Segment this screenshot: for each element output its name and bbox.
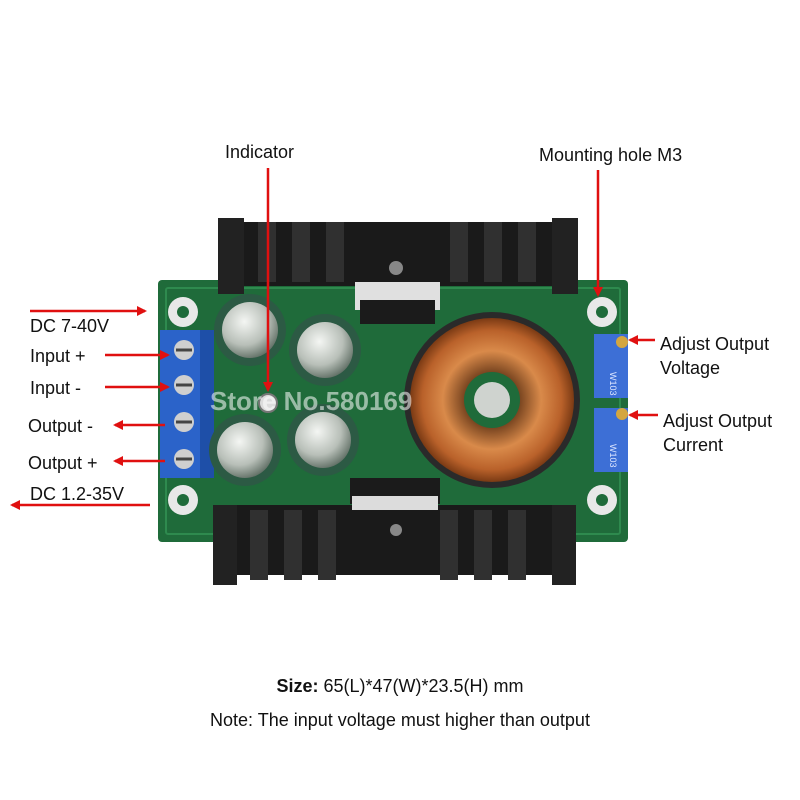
toroid-inductor [404, 312, 580, 488]
indicator-led [258, 393, 278, 413]
heatsink-top [218, 218, 578, 324]
pot-top-label: W103 [608, 372, 618, 396]
mounting-hole-label: Mounting hole M3 [539, 145, 683, 165]
output-minus-label: Output - [28, 416, 94, 436]
adjust-voltage-label-line1: Adjust Output [660, 334, 770, 354]
input-minus-label: Input - [30, 378, 82, 398]
dc-input-label: DC 7-40V [30, 316, 110, 336]
dc-output-label: DC 1.2-35V [30, 484, 125, 504]
input-plus-label: Input + [30, 346, 86, 366]
watermark: Store No.580169 [210, 386, 412, 416]
capacitor [209, 294, 361, 486]
adjust-current-label-line2: Current [663, 435, 724, 455]
adjust-current-label-line1: Adjust Output [663, 411, 773, 431]
voltage-note: Note: The input voltage must higher than… [210, 710, 590, 730]
screw-terminal [160, 330, 214, 478]
size-value: 65(L)*47(W)*23.5(H) mm [323, 676, 524, 696]
heatsink-bottom [213, 478, 576, 585]
adjust-voltage-label-line2: Voltage [660, 358, 721, 378]
indicator-label: Indicator [225, 142, 295, 162]
output-plus-label: Output + [28, 453, 98, 473]
size-label: Size: [276, 676, 319, 696]
size-spec: Size: 65(L)*47(W)*23.5(H) mm [0, 676, 800, 697]
mounting-hole [168, 297, 617, 515]
potentiometer [594, 334, 628, 472]
pot-bottom-label: W103 [608, 444, 618, 468]
